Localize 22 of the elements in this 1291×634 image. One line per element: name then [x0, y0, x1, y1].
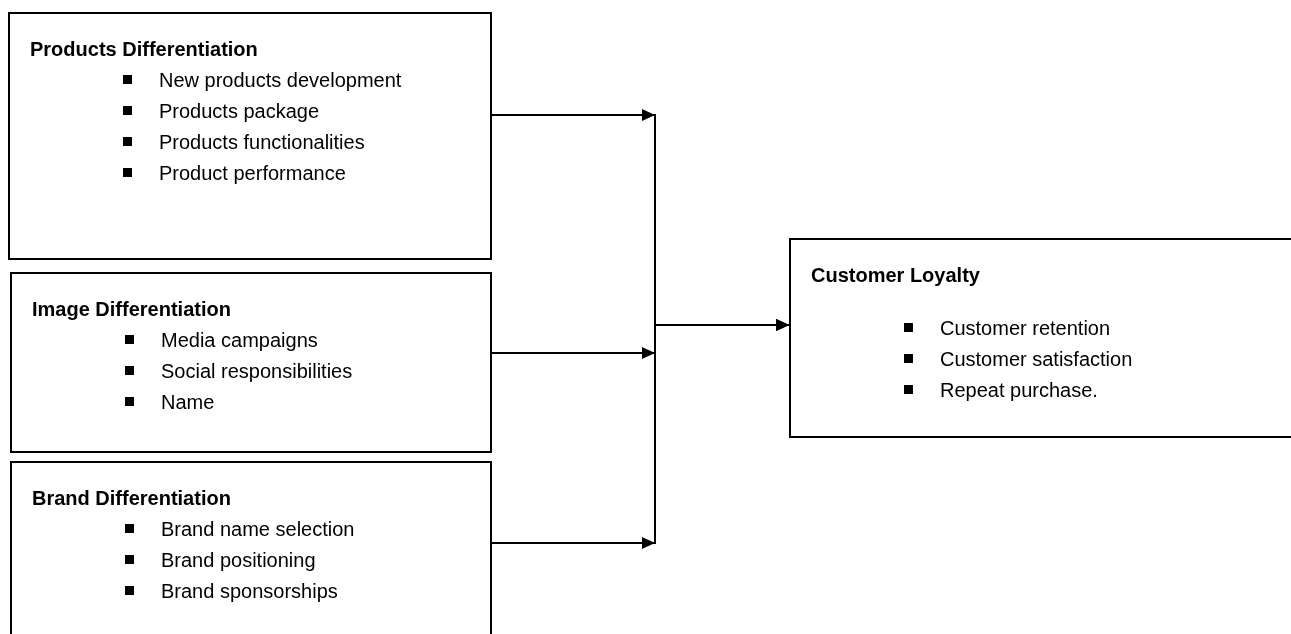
bullet-text: Products functionalities: [159, 129, 365, 155]
text-box: [789, 238, 1291, 438]
box-heading: Brand Differentiation: [31, 486, 231, 511]
bullet-text: Customer retention: [940, 315, 1111, 341]
box-heading: Customer Loyalty: [810, 263, 980, 288]
bullet-text: New products development: [159, 67, 402, 93]
arrow: [491, 319, 790, 549]
text-box: [10, 461, 492, 634]
bullet-text: Products package: [159, 98, 320, 124]
text-box: [8, 12, 492, 260]
box-heading: Products Differentiation: [29, 37, 258, 62]
bullet-text: Social responsibilities: [161, 358, 353, 384]
text-box: [10, 272, 492, 453]
bullet-text: Brand sponsorships: [161, 578, 338, 604]
bullet-text: Brand positioning: [161, 547, 316, 573]
box-heading: Image Differentiation: [31, 297, 231, 322]
bullet-text: Media campaigns: [161, 327, 318, 353]
bullet-text: Brand name selection: [161, 516, 355, 542]
bullet-text: Name: [161, 389, 215, 415]
bullet-text: Customer satisfaction: [940, 346, 1133, 372]
bullet-text: Repeat purchase.: [940, 377, 1098, 403]
bullet-text: Product performance: [159, 160, 346, 186]
